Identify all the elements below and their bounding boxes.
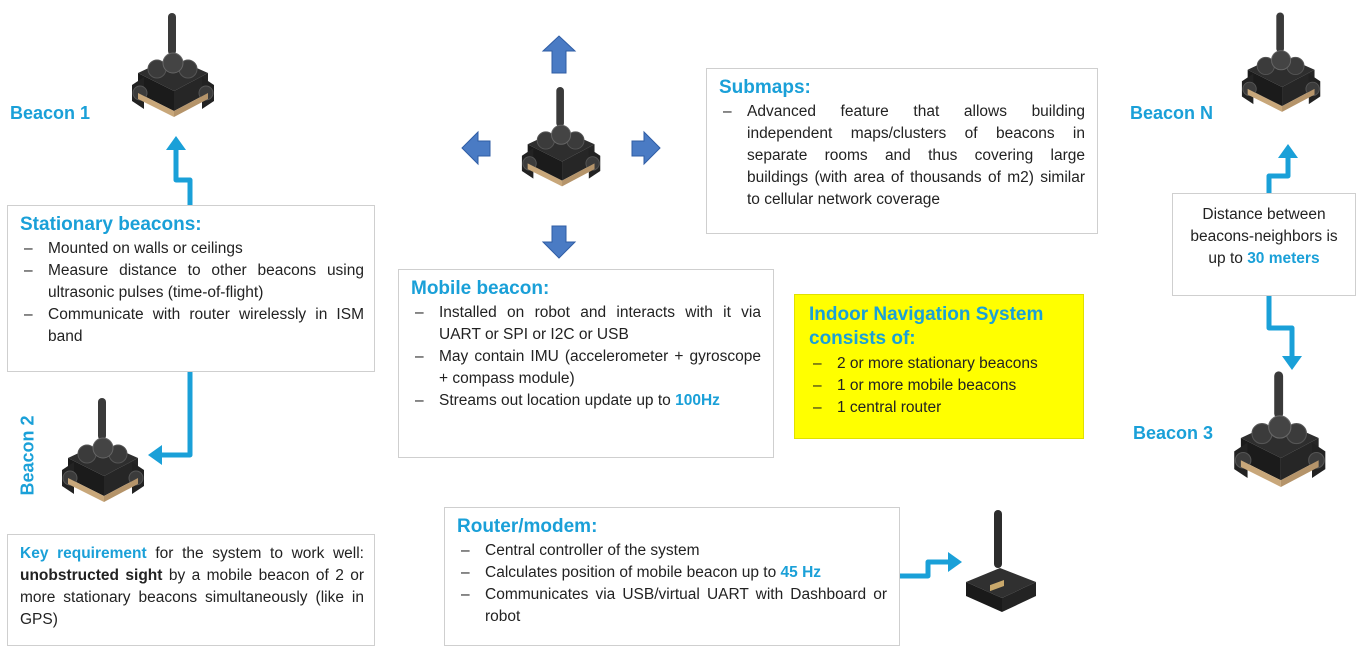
list-item: Measure distance to other beacons using …: [20, 260, 364, 304]
list-item: 2 or more stationary beacons: [809, 353, 1073, 375]
router-rate-text: Calculates position of mobile beacon up …: [485, 564, 781, 581]
list-item: Calculates position of mobile beacon up …: [457, 562, 887, 584]
submaps-box: Submaps: Advanced feature that allows bu…: [706, 68, 1098, 234]
key-requirement-box: Key requirement for the system to work w…: [7, 534, 375, 646]
list-item: Mounted on walls or ceilings: [20, 238, 364, 260]
mobile-rate-text: Streams out location update up to: [439, 392, 676, 409]
beacon-n-label: Beacon N: [1130, 103, 1214, 123]
connector-beacon3: [1266, 296, 1295, 360]
submaps-title: Submaps:: [719, 77, 811, 98]
list-item: Communicates via USB/virtual UART with D…: [457, 584, 887, 628]
key-requirement-text2: by a mobile beacon of 2 or more stationa…: [20, 567, 364, 628]
arrow-up-icon: [541, 35, 577, 74]
distance-value: 30 meters: [1247, 250, 1320, 267]
distance-text: Distance between beacons-neighbors is up…: [1190, 206, 1338, 267]
connector-beacon1: [173, 145, 193, 205]
list-item: 1 or more mobile beacons: [809, 375, 1073, 397]
beacon-1-label: Beacon 1: [10, 103, 91, 123]
connector-beacon-n: [1266, 153, 1291, 193]
list-item: Streams out location update up to 100Hz: [411, 390, 761, 412]
router-modem-box: Router/modem: Central controller of the …: [444, 507, 900, 646]
list-item: Communicate with router wirelessly in IS…: [20, 304, 364, 348]
arrow-down-icon: [541, 225, 577, 259]
stationary-beacons-box: Stationary beacons: Mounted on walls or …: [7, 205, 375, 372]
connector-beacon2: [160, 372, 193, 458]
beacon-2-label: Beacon 2: [17, 415, 38, 496]
beacon-3-label: Beacon 3: [1133, 423, 1214, 443]
connector-router: [898, 559, 950, 579]
distance-box: Distance between beacons-neighbors is up…: [1172, 193, 1356, 296]
indoor-navigation-box: Indoor Navigation System consists of: 2 …: [794, 294, 1084, 439]
router-rate-value: 45 Hz: [780, 564, 822, 581]
key-requirement-text1: for the system to work well:: [146, 545, 364, 562]
list-item: Central controller of the system: [457, 540, 887, 562]
list-item: May contain IMU (accelerometer + gyrosco…: [411, 346, 761, 390]
list-item: 1 central router: [809, 397, 1073, 419]
stationary-title: Stationary beacons:: [20, 214, 202, 235]
mobile-rate-value: 100Hz: [675, 392, 720, 409]
list-item: Advanced feature that allows building in…: [719, 101, 1085, 211]
list-item: Installed on robot and interacts with it…: [411, 302, 761, 346]
arrow-right-icon: [631, 130, 661, 166]
mobile-beacon-box: Mobile beacon: Installed on robot and in…: [398, 269, 774, 458]
router-device: [966, 510, 1036, 612]
router-title: Router/modem:: [457, 516, 598, 537]
mobile-title: Mobile beacon:: [411, 278, 550, 299]
ins-title: Indoor Navigation System consists of:: [809, 304, 1044, 349]
key-requirement-strong: unobstructed sight: [20, 567, 163, 584]
key-requirement-lead: Key requirement: [20, 545, 147, 562]
arrow-left-icon: [461, 130, 491, 166]
